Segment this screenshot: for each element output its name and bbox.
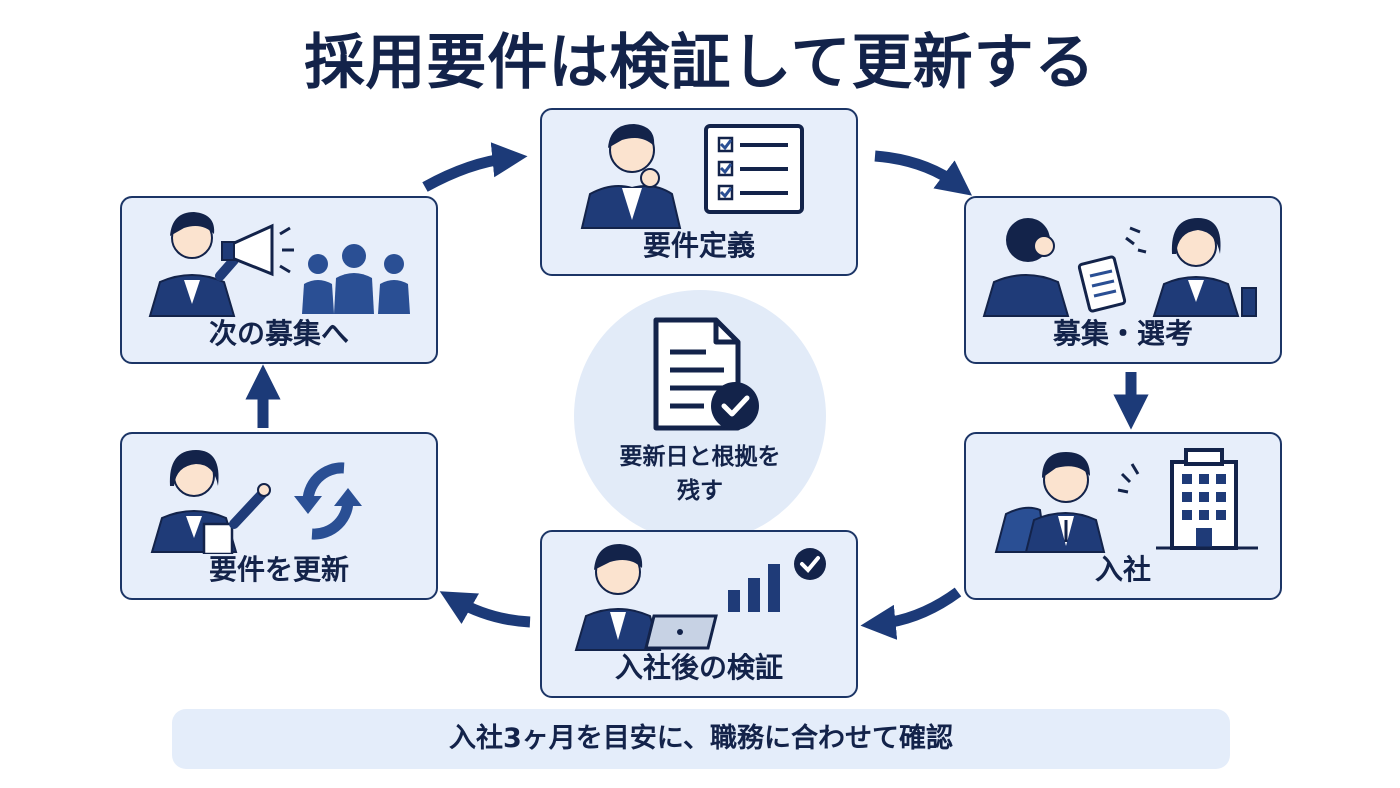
arrow-next-to-define <box>422 142 528 192</box>
center-note-text: 要新日と根拠を 残す <box>574 440 826 508</box>
step-requirements-definition: 要件定義 <box>540 108 858 276</box>
presenter-refresh-illustration <box>150 450 362 554</box>
center-note-circle <box>574 290 826 542</box>
footer-note: 入社3ヶ月を目安に、職務に合わせて確認 <box>172 709 1230 769</box>
center-note-line-2: 残す <box>677 478 723 504</box>
step-recruit-select: 募集・選考 <box>964 196 1282 364</box>
analyst-laptop-chart-illustration <box>574 544 826 651</box>
document-check-icon <box>653 317 759 431</box>
step-update-requirements: 要件を更新 <box>120 432 438 600</box>
center-note-line-1: 要新日と根拠を <box>619 444 781 470</box>
step-label: 入社後の検証 <box>614 651 783 684</box>
interview-illustration <box>982 218 1257 317</box>
thinking-person-checklist-illustration <box>580 124 804 229</box>
step-label: 要件を更新 <box>208 553 349 586</box>
megaphone-team-illustration <box>148 212 410 317</box>
step-post-join-verification: 入社後の検証 <box>540 530 858 698</box>
arrow-verify-to-renew <box>439 591 531 628</box>
step-label: 入社 <box>1094 553 1151 586</box>
step-next-recruitment: 次の募集へ <box>120 196 438 364</box>
arrow-define-to-recruit <box>874 150 973 196</box>
step-label: 次の募集へ <box>208 317 349 350</box>
step-label: 募集・選考 <box>1052 317 1193 350</box>
page-title: 採用要件は検証して更新する <box>304 28 1096 98</box>
step-label: 要件定義 <box>642 229 755 262</box>
arrow-join-to-verify <box>860 587 962 640</box>
step-join: 入社 <box>964 432 1282 600</box>
new-hire-office-illustration <box>994 448 1258 553</box>
